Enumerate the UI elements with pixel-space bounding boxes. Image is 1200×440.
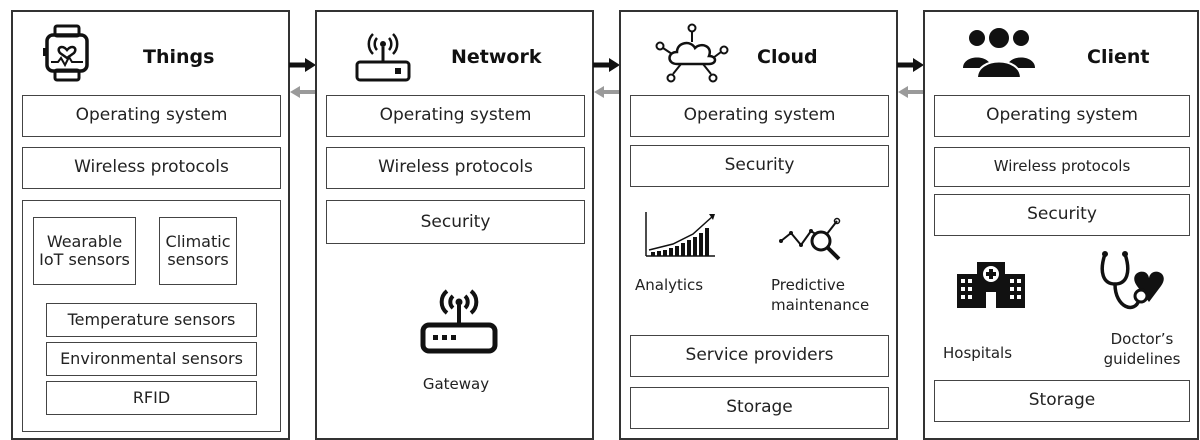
wearable-iot-sensors: Wearable IoT sensors [33,217,136,285]
hospitals-label: Hospitals [943,344,1013,362]
climatic-sensors: Climatic sensors [159,217,237,285]
analytics-label: Analytics [635,276,704,294]
magnifier-trend-icon [779,217,841,261]
cloud-service-providers: Service providers [630,335,889,377]
cloud-network-icon [655,23,729,83]
rfid: RFID [46,381,257,415]
client-storage: Storage [934,380,1190,422]
backward-arrow-1 [290,86,316,98]
cloud-operating-system: Operating system [630,95,889,137]
gateway-router-icon [420,289,498,354]
forward-arrow-3 [897,58,924,72]
predictive-maintenance-label: Predictive maintenance [771,276,870,314]
client-security: Security [934,194,1190,236]
cloud-panel: Cloud Operating system Security Analytic… [619,10,898,440]
things-panel: Things Operating system Wireless protoco… [11,10,290,440]
smartwatch-heart-icon [43,24,89,82]
backward-arrow-3 [898,86,924,98]
users-group-icon [963,26,1035,79]
environmental-sensors: Environmental sensors [46,342,257,376]
network-panel: Network Operating system Wireless protoc… [315,10,594,440]
gateway-label: Gateway [422,375,490,393]
client-panel: Client Operating system Wireless protoco… [923,10,1199,440]
things-title: Things [143,46,215,68]
router-icon [355,33,411,82]
bar-chart-icon [645,212,715,257]
client-operating-system: Operating system [934,95,1190,137]
things-operating-system: Operating system [22,95,281,137]
backward-arrow-2 [594,86,620,98]
stethoscope-heart-icon [1100,251,1164,310]
things-wireless-protocols: Wireless protocols [22,147,281,189]
doctors-guidelines-label: Doctor’s guidelines [1103,330,1181,368]
cloud-security: Security [630,145,889,187]
client-title: Client [1087,46,1150,68]
network-operating-system: Operating system [326,95,585,137]
client-wireless-protocols: Wireless protocols [934,147,1190,187]
network-wireless-protocols: Wireless protocols [326,147,585,189]
network-security: Security [326,200,585,244]
cloud-storage: Storage [630,387,889,429]
hospital-icon [957,262,1025,308]
network-title: Network [451,46,542,68]
cloud-title: Cloud [757,46,818,68]
forward-arrow-1 [289,58,316,72]
temperature-sensors: Temperature sensors [46,303,257,337]
forward-arrow-2 [593,58,620,72]
